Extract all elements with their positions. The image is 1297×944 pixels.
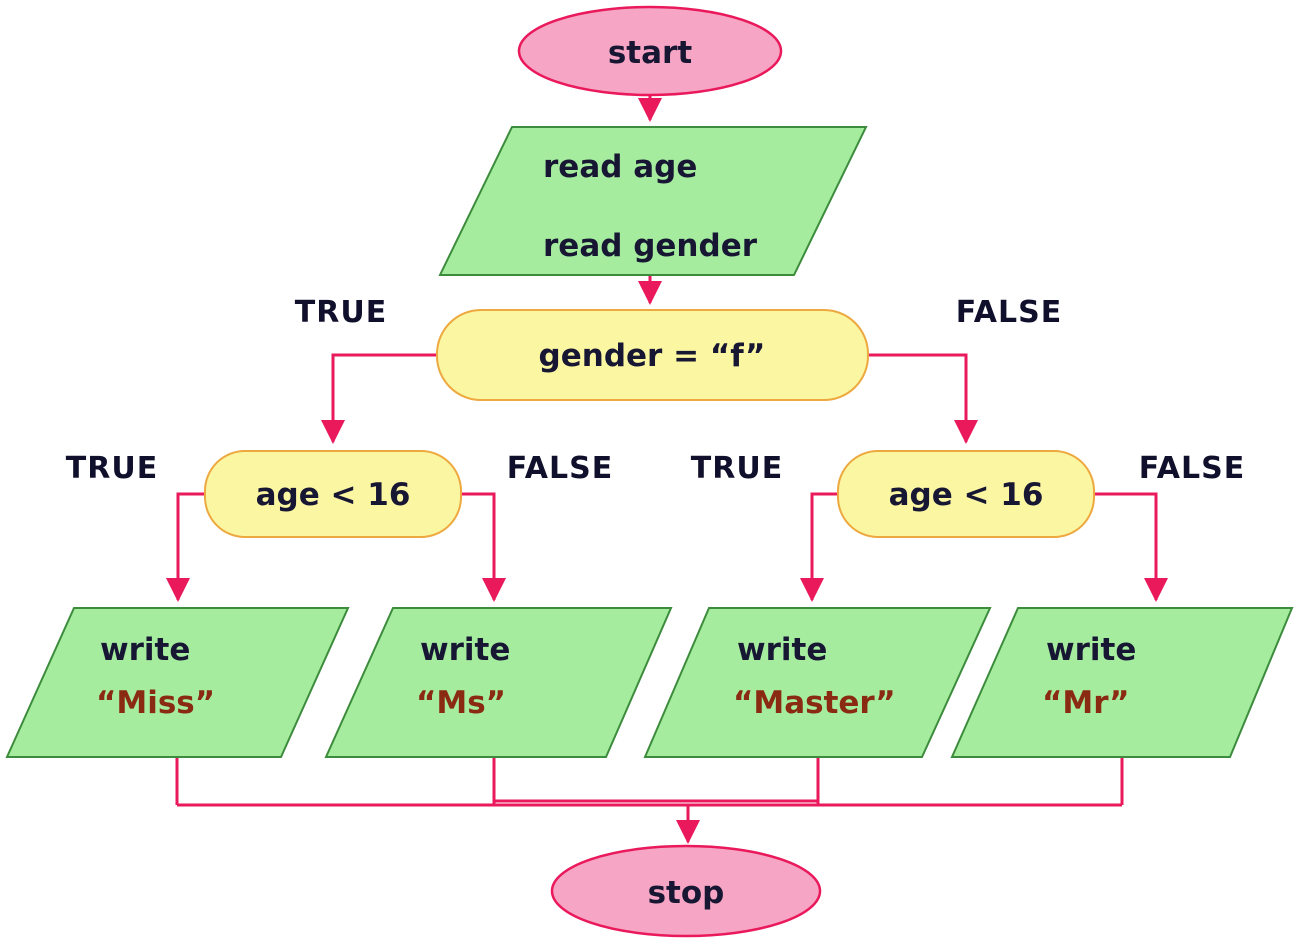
node-write-miss: write “Miss” (5, 607, 350, 758)
stop-ellipse (550, 844, 822, 938)
write-master-parallelogram (643, 607, 992, 758)
edge-age-left-false (461, 492, 506, 602)
branch-label-age-left-true: TRUE (66, 451, 158, 486)
write-ms-parallelogram (324, 607, 673, 758)
node-read-input: read age read gender (438, 126, 868, 276)
start-ellipse (517, 5, 783, 97)
node-decision-age-right: age < 16 (837, 450, 1095, 538)
node-start: start (517, 5, 783, 97)
branch-label-gender-false: FALSE (956, 295, 1062, 330)
branch-label-age-right-false: FALSE (1139, 451, 1245, 486)
decision-age-right-pill (837, 450, 1095, 538)
write-mr-line1: write (1046, 632, 1136, 668)
edge-gender-true (321, 353, 437, 444)
write-miss-line1: write (100, 632, 190, 668)
node-stop: stop (550, 844, 822, 938)
write-master-line1: write (737, 632, 827, 668)
read-gender-label: read gender (543, 228, 758, 264)
edge-age-left-true (166, 492, 205, 602)
edges (166, 95, 1168, 844)
branch-label-age-right-true: TRUE (691, 451, 783, 486)
write-master-line2: “Master” (733, 685, 896, 721)
node-write-master: write “Master” (643, 607, 992, 758)
edge-gender-false (868, 353, 978, 444)
start-label: start (608, 35, 692, 71)
decision-age-right-label: age < 16 (889, 477, 1044, 513)
stop-label: stop (648, 875, 725, 911)
node-write-mr: write “Mr” (950, 607, 1294, 758)
decision-gender-pill (436, 309, 869, 401)
branch-label-gender-true: TRUE (295, 295, 387, 330)
branch-label-age-left-false: FALSE (507, 451, 613, 486)
edge-age-right-true (800, 492, 838, 602)
node-write-ms: write “Ms” (324, 607, 673, 758)
write-miss-line2: “Miss” (96, 685, 215, 721)
decision-gender-label: gender = “f” (539, 338, 766, 374)
write-mr-line2: “Mr” (1042, 685, 1129, 721)
read-age-label: read age (543, 149, 697, 185)
decision-age-left-pill (204, 450, 462, 538)
write-ms-line2: “Ms” (416, 685, 506, 721)
write-miss-parallelogram (5, 607, 350, 758)
write-mr-parallelogram (950, 607, 1294, 758)
edge-age-right-false (1094, 492, 1168, 602)
node-decision-age-left: age < 16 (204, 450, 462, 538)
write-ms-line1: write (420, 632, 510, 668)
read-input-parallelogram (438, 126, 868, 276)
decision-age-left-label: age < 16 (256, 477, 411, 513)
node-decision-gender: gender = “f” (436, 309, 869, 401)
